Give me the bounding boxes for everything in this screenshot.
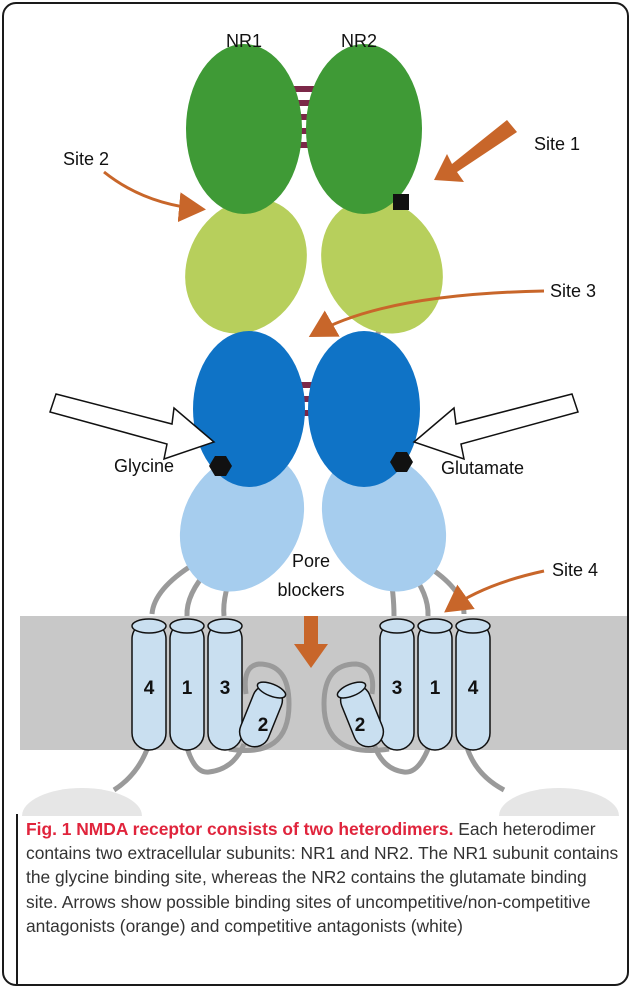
nr2-label: NR2 — [341, 31, 377, 51]
intracellular-domain-left — [22, 788, 142, 816]
helix-number: 4 — [144, 678, 155, 699]
helix-number: 1 — [182, 678, 193, 699]
site2-arrow — [104, 172, 200, 209]
helix-number: 3 — [220, 678, 231, 699]
site1-arrow — [434, 120, 517, 182]
figure-caption: Fig. 1 NMDA receptor consists of two het… — [26, 817, 621, 938]
helix-number: 2 — [355, 715, 366, 736]
nr1-dark-green-domain — [186, 44, 302, 214]
glutamate-arrow — [414, 394, 578, 459]
blockers-label: blockers — [277, 580, 344, 600]
site3-label: Site 3 — [550, 281, 596, 301]
helix-number: 2 — [258, 715, 269, 736]
pore-label: Pore — [292, 551, 330, 571]
site4-label: Site 4 — [552, 560, 598, 580]
helix-number: 1 — [430, 678, 441, 699]
helix-number: 4 — [468, 678, 479, 699]
glycine-arrow — [50, 394, 214, 459]
site2-label: Site 2 — [63, 149, 109, 169]
intracellular-domain-right — [499, 788, 619, 816]
helix-number: 3 — [392, 678, 403, 699]
site1-marker — [393, 194, 409, 210]
nr2-dark-green-domain — [306, 44, 422, 214]
glutamate-label: Glutamate — [441, 458, 524, 478]
site1-label: Site 1 — [534, 134, 580, 154]
nmda-receptor-diagram: 4 1 3 2 3 1 4 2 NR1 NR2 Site 1 Site 2 Si… — [4, 4, 629, 816]
caption-rule — [16, 814, 18, 986]
nr1-label: NR1 — [226, 31, 262, 51]
glycine-label: Glycine — [114, 456, 174, 476]
nr1-dark-blue-domain — [193, 331, 305, 487]
caption-title: Fig. 1 NMDA receptor consists of two het… — [26, 819, 453, 839]
